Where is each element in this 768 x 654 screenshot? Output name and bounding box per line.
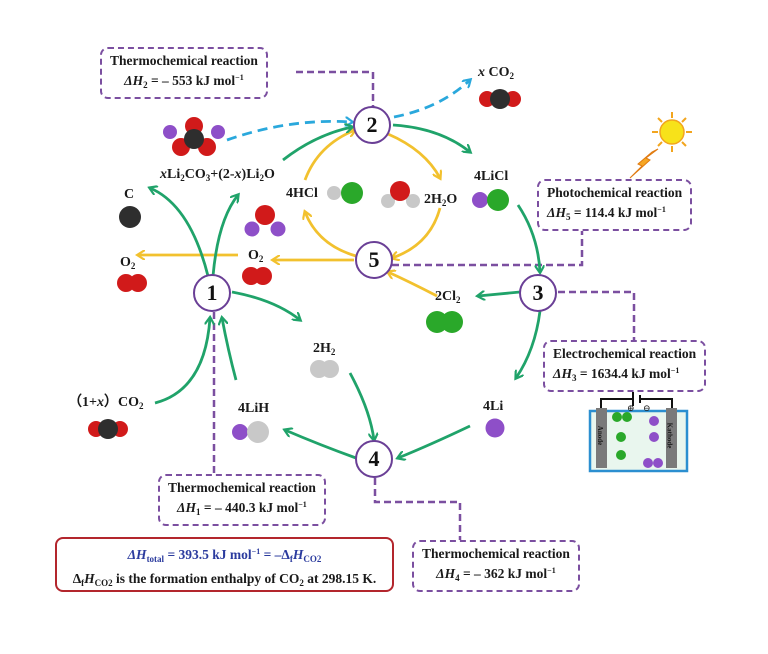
li2o-molecule xyxy=(244,205,286,237)
xco2-molecule xyxy=(479,89,521,109)
reaction-box-1: Thermochemical reaction ΔH1 = – 440.3 kJ… xyxy=(158,474,326,526)
arrow-1-to-li2o xyxy=(211,195,238,277)
carbon-atom xyxy=(119,206,141,228)
reaction-box-5: Photochemical reaction ΔH5 = 114.4 kJ mo… xyxy=(537,179,693,231)
connector-r4 xyxy=(373,478,462,540)
reaction-box-2: Thermochemical reaction ΔH2 = – 553 kJ m… xyxy=(100,47,268,99)
arrow-3-to-li xyxy=(516,310,542,378)
cathode-label: Kathode xyxy=(665,422,674,449)
li-atom xyxy=(485,418,505,438)
node-3: 3 xyxy=(519,274,557,312)
arrow-1-to-h2 xyxy=(231,290,300,320)
label-h2o: 2H2O xyxy=(424,192,458,208)
formation-enthalpy-note: ΔfHCO2 is the formation enthalpy of CO2 … xyxy=(72,571,377,588)
battery-cell-illustration xyxy=(588,392,689,473)
label-o2-mid: O2 xyxy=(248,248,264,264)
battery-minus: ⊖ xyxy=(643,403,651,413)
h2-molecule xyxy=(310,360,339,378)
label-h2: 2H2 xyxy=(313,341,336,357)
arrow-cl2-to-5 xyxy=(388,272,438,298)
label-cl2: 2Cl2 xyxy=(435,289,461,305)
total-enthalpy-box: ΔHtotal = 393.5 kJ mol−1 = –ΔfHCO2 ΔfHCO… xyxy=(55,537,394,592)
total-enthalpy-line: ΔHtotal = 393.5 kJ mol−1 = –ΔfHCO2 xyxy=(127,547,322,564)
arrow-hcl-to-2 xyxy=(303,130,355,181)
node-1: 1 xyxy=(193,274,231,312)
label-c: C xyxy=(124,187,135,202)
label-o2-left: O2 xyxy=(120,255,136,271)
arrow-4-to-lih xyxy=(285,430,357,460)
lightning-icon xyxy=(629,148,659,179)
arrow-licl-to-3 xyxy=(516,204,540,272)
arrow-5-to-hcl xyxy=(305,212,357,258)
arrow-2-to-licl xyxy=(392,123,470,152)
label-hcl: 4HCl xyxy=(286,186,318,201)
reaction-box-3: Electrochemical reaction ΔH3 = 1634.4 kJ… xyxy=(543,340,707,392)
reaction-box-4: Thermochemical reaction ΔH4 = – 362 kJ m… xyxy=(412,540,580,592)
molecules xyxy=(88,89,521,443)
arrow-1-to-c xyxy=(150,188,210,277)
arrow-lih-to-1 xyxy=(222,318,238,381)
label-licl: 4LiCl xyxy=(474,169,509,184)
node-4: 4 xyxy=(355,440,393,478)
o2-molecule-left xyxy=(117,274,147,292)
label-li: 4Li xyxy=(483,399,504,414)
lih-molecule xyxy=(232,421,269,443)
node-5: 5 xyxy=(355,241,393,279)
arrow-3-to-cl2 xyxy=(478,292,521,296)
connector-r3 xyxy=(558,290,636,342)
arrow-h2o-to-5 xyxy=(392,207,442,258)
connector-r5 xyxy=(392,220,584,267)
arrow-li-to-4 xyxy=(398,424,471,458)
arrow-li2o-to-2 xyxy=(282,127,352,162)
anode-label: Anode xyxy=(596,425,605,446)
battery-plus: ⊕ xyxy=(627,403,635,413)
arrow-h2-to-4 xyxy=(348,372,374,440)
sun-icon xyxy=(652,112,692,152)
cl2-molecule xyxy=(426,311,463,333)
node-2: 2 xyxy=(353,106,391,144)
arrow-co2-to-1 xyxy=(154,318,210,405)
o2-molecule-mid xyxy=(242,267,272,285)
hcl-molecule xyxy=(327,182,363,204)
label-co2-input: （1+x）CO2 xyxy=(68,395,144,411)
h2o-molecule xyxy=(381,181,420,208)
li2co3-molecule xyxy=(163,117,225,156)
label-xco2: x CO2 xyxy=(478,65,514,81)
arrow-2-to-xco2 xyxy=(393,80,470,119)
co2-input-molecule xyxy=(88,419,128,439)
arrow-li2co3-to-2 xyxy=(226,121,352,142)
arrow-2-to-h2o xyxy=(387,132,440,178)
licl-molecule xyxy=(472,189,509,211)
connector-r2 xyxy=(296,70,375,108)
label-lih: 4LiH xyxy=(238,401,270,416)
label-li2co3-li2o: xLi2CO3+(2-x)Li2O xyxy=(160,167,275,183)
